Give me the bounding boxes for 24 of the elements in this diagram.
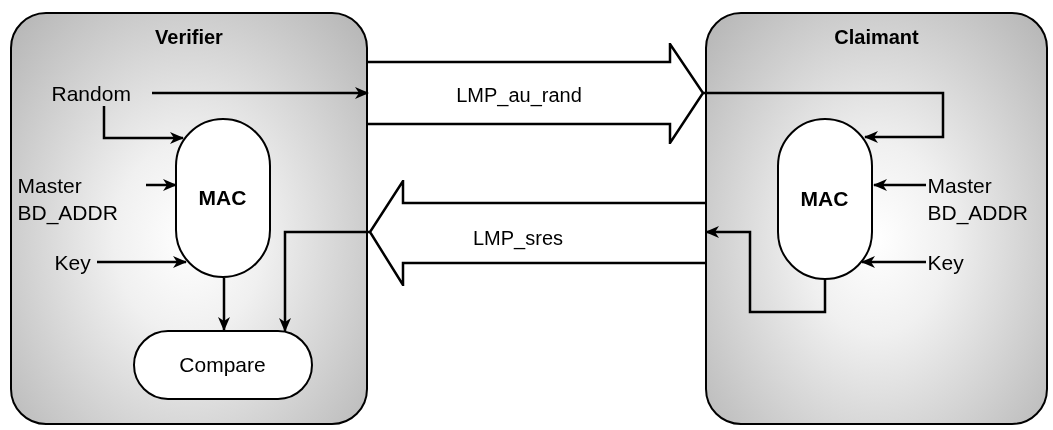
input-label: Master BD_ADDR	[927, 171, 1046, 228]
arrow	[861, 256, 926, 268]
arrow	[218, 278, 230, 331]
arrow-label: LMP_sres	[473, 226, 563, 250]
arrow	[152, 87, 369, 99]
panel-title: Verifier	[154, 26, 224, 49]
arrow	[703, 91, 945, 143]
box-label: Compare	[179, 352, 266, 378]
arrow	[279, 230, 370, 332]
arrow-label: LMP_au_rand	[456, 83, 582, 107]
arrow	[873, 179, 926, 191]
arrow	[97, 256, 187, 268]
panel	[705, 12, 1048, 425]
box-label: MAC	[198, 185, 247, 211]
arrow	[146, 179, 177, 191]
arrow	[705, 226, 827, 314]
panel-title: Claimant	[833, 26, 920, 49]
input-label: Key	[54, 248, 97, 275]
input-label: Master BD_ADDR	[17, 171, 146, 228]
input-label: Key	[927, 248, 972, 275]
arrow	[102, 106, 184, 144]
input-label: Random	[51, 79, 152, 106]
box-label: MAC	[800, 186, 849, 212]
panel	[10, 12, 368, 425]
